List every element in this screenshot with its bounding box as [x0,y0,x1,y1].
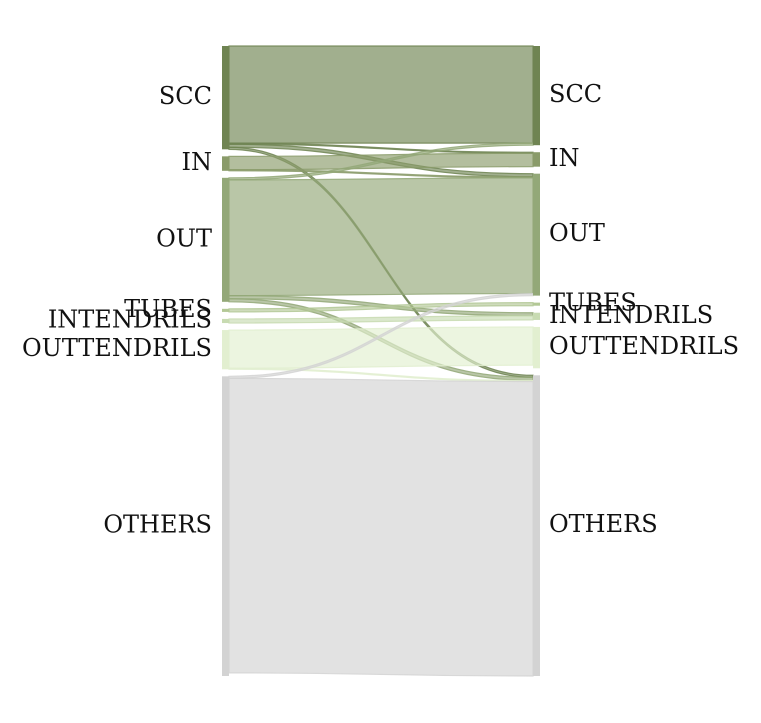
right-label-in: IN [549,144,579,172]
left-node-tubes [222,308,229,312]
left-label-in: IN [182,148,212,176]
nodes-layer [222,46,540,676]
right-node-out [533,173,540,296]
right-label-out: OUT [549,219,605,247]
right-label-others: OTHERS [549,510,658,538]
link-others-to-others [228,377,534,677]
right-node-intendrils [533,312,540,320]
right-node-outtendrils [533,326,540,369]
link-scc-to-scc [228,45,534,144]
left-node-out [222,177,229,302]
left-node-in [222,156,229,171]
left-node-others [222,376,229,676]
right-label-intendrils: INTENDRILS [549,301,713,329]
left-label-scc: SCC [159,82,212,110]
left-node-outtendrils [222,330,229,370]
left-label-out: OUT [156,224,212,252]
left-node-scc [222,46,229,150]
labels-layer: SCCINOUTTUBESINTENDRILSOUTTENDRILSOTHERS… [22,80,739,539]
link-outtendrils-to-outtendrils [228,326,534,369]
right-node-in [533,152,540,167]
left-label-outtendrils: OUTTENDRILS [22,334,212,362]
right-label-tubes: TUBES [549,289,637,317]
right-node-tubes [533,302,540,306]
right-label-outtendrils: OUTTENDRILS [549,332,739,360]
left-label-tubes: TUBES [124,295,212,323]
link-out-to-out [228,177,534,297]
right-label-scc: SCC [549,80,602,108]
link-out-to-scc [228,142,534,181]
right-node-scc [533,46,540,146]
right-node-others [533,375,540,676]
left-node-intendrils [222,318,229,324]
links-layer [228,45,534,677]
left-label-others: OTHERS [103,511,212,539]
link-intendrils-to-intendrils [228,315,534,324]
left-label-intendrils: INTENDRILS [48,305,212,333]
